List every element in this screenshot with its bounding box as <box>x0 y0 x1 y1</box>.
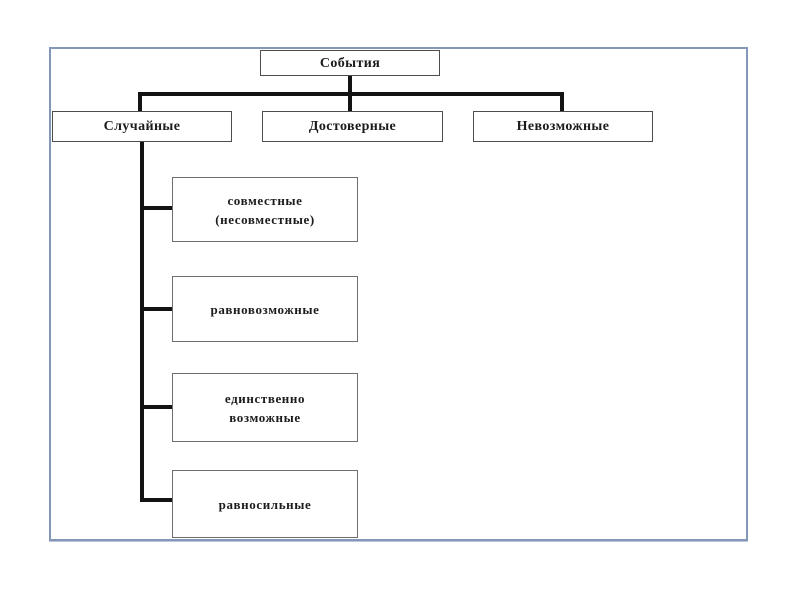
connector-stub-equivalent <box>140 498 172 502</box>
node-random-label: Случайные <box>103 119 181 134</box>
connector-down-certain <box>348 92 352 111</box>
node-joint: совместные (несовместные) <box>172 177 358 242</box>
node-only-possible-label-line2: возможные <box>229 409 301 425</box>
connector-stub-equally-possible <box>140 307 172 311</box>
connector-stub-joint <box>140 206 172 210</box>
node-joint-label-line2: (несовместные) <box>215 211 315 227</box>
node-events-label: События <box>319 55 381 71</box>
node-impossible-label: Невозможные <box>516 119 610 134</box>
node-equally-possible: равновозможные <box>172 276 358 342</box>
connector-down-impossible <box>560 92 564 111</box>
node-equally-possible-label: равновозможные <box>210 301 320 317</box>
node-events: События <box>260 50 440 76</box>
node-equivalent: равносильные <box>172 470 358 538</box>
node-impossible: Невозможные <box>473 111 653 142</box>
node-certain: Достоверные <box>262 111 443 142</box>
node-random: Случайные <box>52 111 232 142</box>
connector-root-down <box>348 76 352 96</box>
node-only-possible-label-line1: единственно <box>224 390 306 406</box>
node-equivalent-label: равносильные <box>218 496 312 512</box>
node-joint-label-line1: совместные <box>227 192 303 208</box>
connector-trunk-vertical <box>140 142 144 502</box>
connector-down-random <box>138 92 142 111</box>
connector-stub-only-possible <box>140 405 172 409</box>
node-only-possible: единственно возможные <box>172 373 358 442</box>
node-certain-label: Достоверные <box>308 119 397 134</box>
